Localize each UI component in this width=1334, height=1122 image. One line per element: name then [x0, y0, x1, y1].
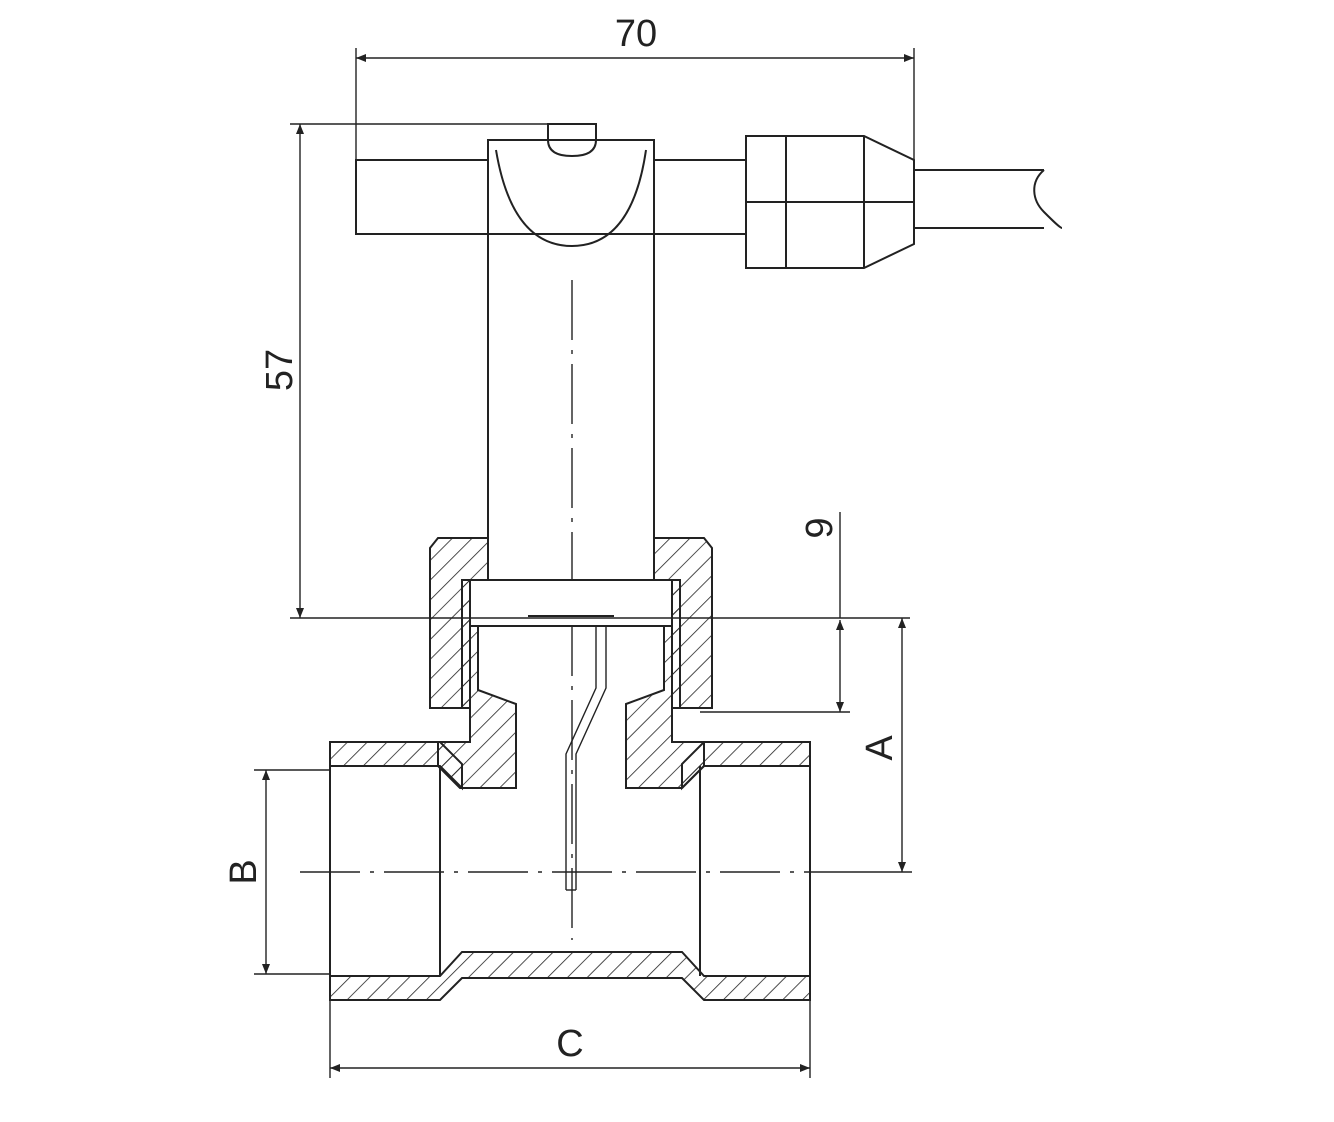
dimension-label-57: 57	[259, 349, 301, 391]
dimension-70	[355, 48, 915, 160]
dimension-c	[329, 1000, 811, 1078]
dimension-label-a: A	[859, 735, 901, 761]
paddle	[565, 626, 607, 891]
dimension-57	[290, 123, 910, 619]
tee-body	[300, 741, 840, 1001]
stem	[487, 234, 655, 940]
dimension-label-9: 9	[799, 517, 841, 538]
dimension-label-70: 70	[615, 13, 657, 55]
dimension-b	[254, 769, 330, 975]
cable	[914, 169, 1063, 229]
dimension-9	[700, 512, 850, 713]
cable-gland	[745, 135, 915, 269]
sensor-head	[355, 123, 747, 248]
inner-fitting	[437, 579, 705, 789]
dimension-label-c: C	[556, 1023, 583, 1065]
dimension-label-b: B	[223, 859, 265, 884]
dimension-a	[840, 618, 912, 873]
